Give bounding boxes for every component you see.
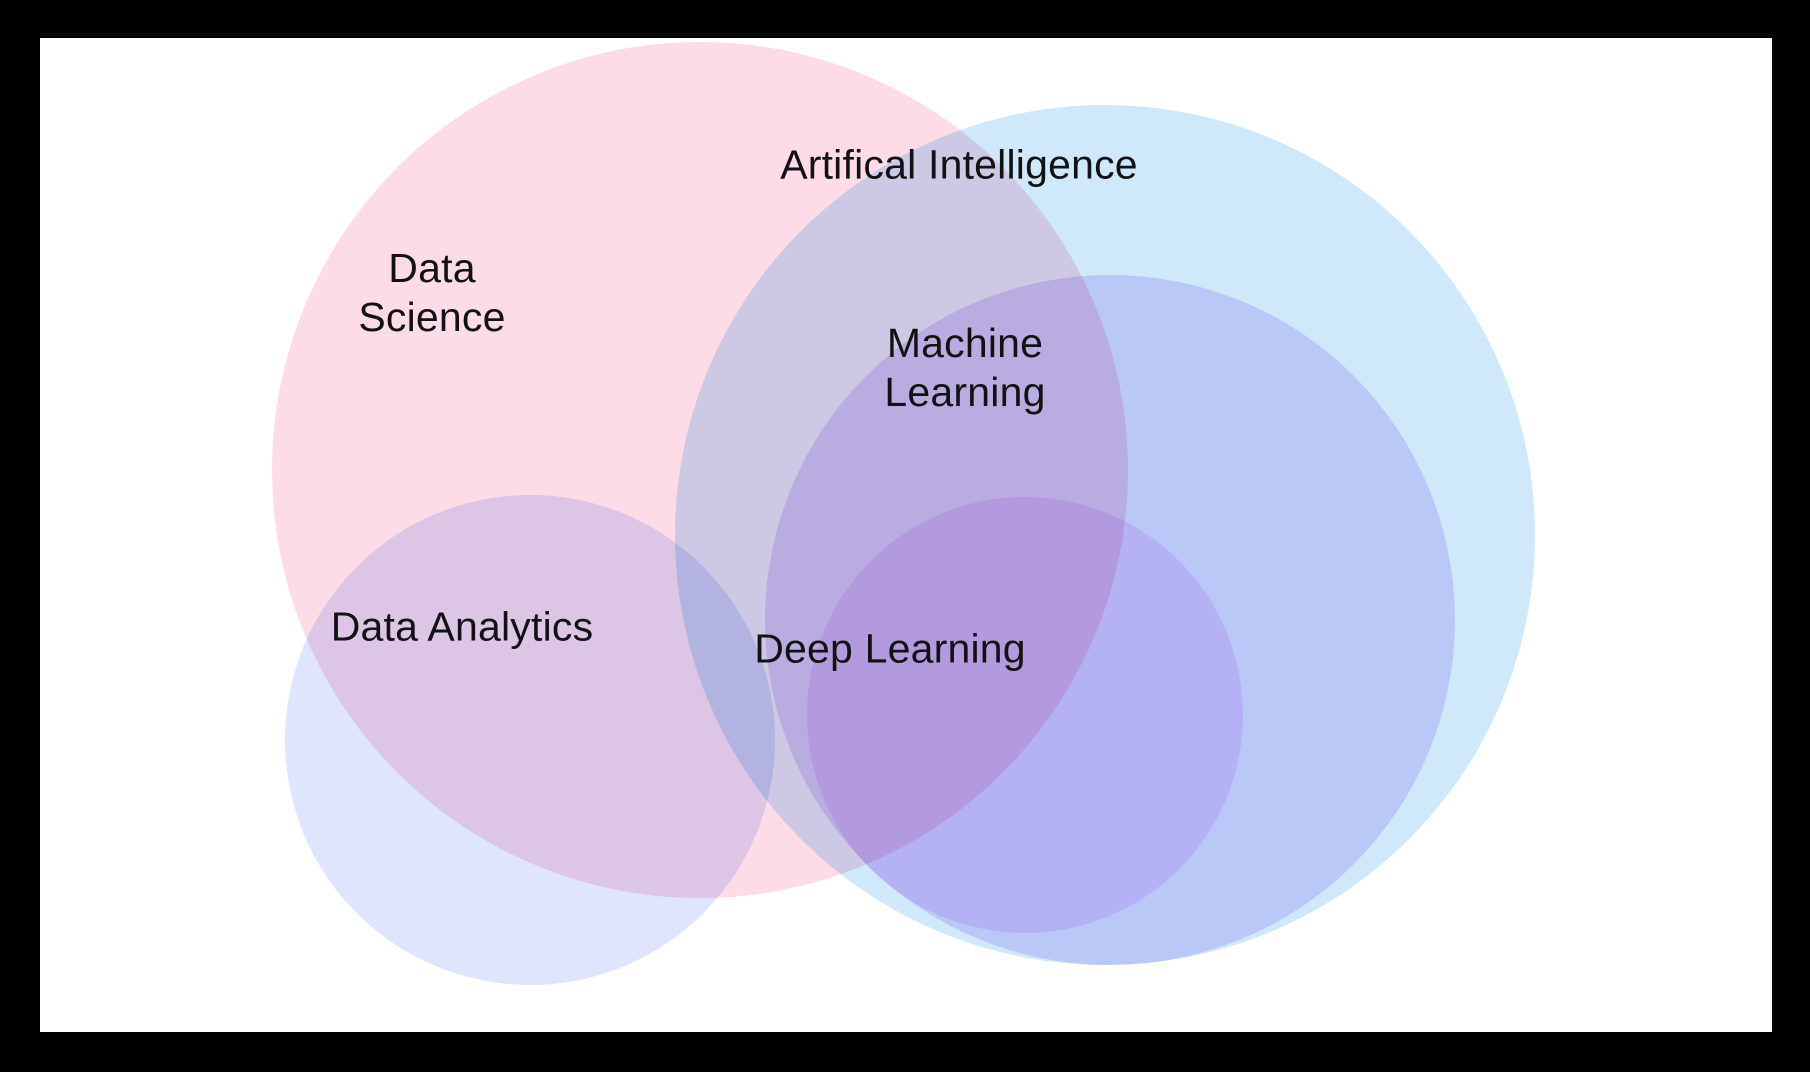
label-deep-learning: Deep Learning xyxy=(754,625,1026,672)
label-data-analytics: Data Analytics xyxy=(330,603,594,650)
circle-data-analytics[interactable] xyxy=(285,495,775,985)
venn-diagram: Artifical Intelligence Data Science Mach… xyxy=(40,38,1772,1032)
label-machine-learning: Machine Learning xyxy=(884,319,1046,415)
label-artifical-intelligence: Artifical Intelligence xyxy=(780,141,1138,188)
circle-deep-learning[interactable] xyxy=(807,497,1243,933)
diagram-canvas: Artifical Intelligence Data Science Mach… xyxy=(40,38,1772,1032)
venn-labels-group: Artifical Intelligence Data Science Mach… xyxy=(40,38,1772,1032)
label-data-science: Data Science xyxy=(358,244,506,340)
venn-circles-group xyxy=(272,42,1535,985)
